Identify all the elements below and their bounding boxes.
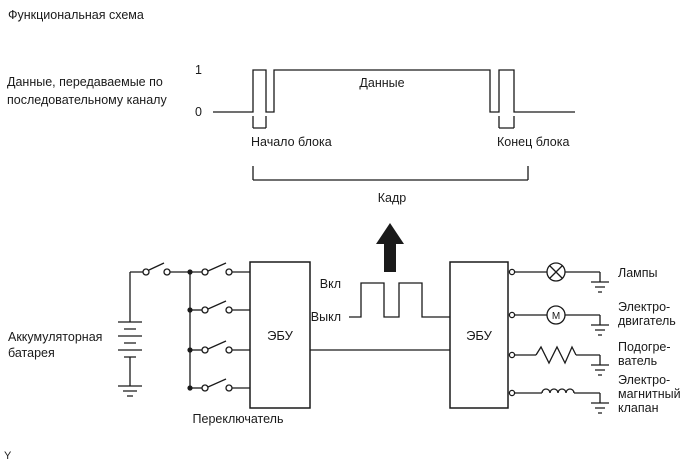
page-title: Функциональная схема <box>8 8 144 22</box>
block-end-bracket <box>498 116 515 129</box>
main-switch-symbol <box>142 262 171 276</box>
terminal <box>508 351 516 359</box>
motor-symbol: M <box>546 305 566 325</box>
timing-diagram: Данные, передаваемые по последовательном… <box>7 63 575 205</box>
switch-label: Переключатель <box>193 412 284 426</box>
solenoid-coil-symbol <box>541 388 575 394</box>
motor-letter: M <box>552 311 560 322</box>
block-start-label: Начало блока <box>251 135 332 149</box>
ground-symbol <box>591 402 609 414</box>
on-label: Вкл <box>320 277 341 291</box>
junction-dot <box>187 269 193 275</box>
battery-symbol <box>118 272 142 386</box>
ecu-left-box <box>249 261 311 409</box>
serial-caption-line2: последовательному каналу <box>7 93 167 107</box>
lamp-symbol <box>546 262 566 282</box>
ground-symbol <box>591 281 609 293</box>
terminal <box>508 389 516 397</box>
ecu-right-label: ЭБУ <box>466 328 493 343</box>
terminal <box>508 268 516 276</box>
ecu-left-label: ЭБУ <box>267 328 294 343</box>
onoff-waveform <box>349 282 450 318</box>
selector-switches <box>190 262 250 392</box>
serial-caption-line1: Данные, передаваемые по <box>7 75 163 89</box>
frame-label: Кадр <box>378 191 407 205</box>
switch-symbol <box>190 340 250 354</box>
load-label-line2: магнитный <box>618 387 681 401</box>
load-label-line1: Электро- <box>618 300 670 314</box>
serial-waveform <box>213 69 575 113</box>
load-label-line2: ватель <box>618 354 657 368</box>
switch-symbol <box>190 378 250 392</box>
ground-symbol <box>591 324 609 336</box>
battery-ground-symbol <box>118 385 142 397</box>
switch-symbol <box>201 262 250 276</box>
heater-load-row: Подогре- ватель <box>515 340 671 376</box>
block-start-bracket <box>252 116 267 129</box>
valve-load-row: Электро- магнитный клапан <box>515 373 681 415</box>
load-label: Лампы <box>618 266 658 280</box>
motor-load-row: M Электро- двигатель <box>515 300 676 336</box>
terminal <box>508 311 516 319</box>
level-high-label: 1 <box>195 63 202 77</box>
data-label: Данные <box>359 76 404 90</box>
frame-bracket <box>252 166 529 181</box>
corner-mark: Y <box>4 450 12 462</box>
level-low-label: 0 <box>195 105 202 119</box>
circuit-diagram: Аккумуляторная батарея <box>8 261 681 426</box>
heater-resistor-symbol <box>535 345 577 365</box>
ground-symbol <box>591 364 609 376</box>
load-label-line1: Подогре- <box>618 340 671 354</box>
load-label-line1: Электро- <box>618 373 670 387</box>
load-label-line2: двигатель <box>618 314 676 328</box>
block-end-label: Конец блока <box>497 135 569 149</box>
lamp-load-row: Лампы <box>515 262 658 293</box>
load-label-line3: клапан <box>618 401 659 415</box>
battery-label-line1: Аккумуляторная <box>8 330 102 344</box>
up-arrow-icon <box>376 223 404 272</box>
battery-label-line2: батарея <box>8 346 55 360</box>
switch-symbol <box>190 300 250 314</box>
off-label: Выкл <box>311 310 341 324</box>
ecu-right-box <box>449 261 509 409</box>
